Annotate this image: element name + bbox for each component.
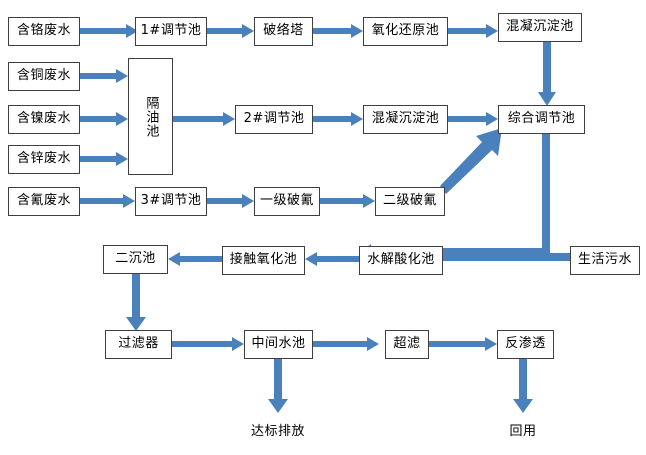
arrow-hydrolysis-to-contact-oxidation bbox=[305, 252, 359, 266]
node-oil-separation-tank[interactable]: 隔油池 bbox=[128, 58, 173, 175]
node-domestic-sewage[interactable]: 生活污水 bbox=[570, 246, 640, 275]
arrow-oil-to-tank2 bbox=[173, 112, 235, 126]
node-reverse-osmosis[interactable]: 反渗透 bbox=[497, 330, 554, 359]
arrow-tank2-to-coagulation-mid bbox=[313, 112, 363, 126]
arrow-redox-to-coagulation-top bbox=[448, 24, 498, 38]
node-hydrolysis-acidification-tank[interactable]: 水解酸化池 bbox=[359, 246, 443, 275]
arrow-tank1-to-tower bbox=[207, 24, 254, 38]
arrow-coagulation-top-to-comprehensive bbox=[538, 42, 556, 106]
arrow-intermediate-to-discharge bbox=[268, 358, 288, 413]
node-cyanide-break-stage2[interactable]: 二级破氰 bbox=[375, 187, 445, 216]
node-adjust-tank-3[interactable]: 3#调节池 bbox=[135, 187, 207, 216]
node-coagulation-tank-top[interactable]: 混凝沉淀池 bbox=[498, 13, 582, 42]
node-filter[interactable]: 过滤器 bbox=[105, 330, 172, 359]
node-intermediate-water-tank[interactable]: 中间水池 bbox=[244, 330, 313, 359]
node-copper-wastewater[interactable]: 含铜废水 bbox=[8, 62, 80, 91]
node-coagulation-tank-mid[interactable]: 混凝沉淀池 bbox=[363, 105, 448, 134]
arrow-cyanide-to-tank3 bbox=[80, 194, 135, 208]
arrow-chrome-to-tank1 bbox=[80, 24, 138, 38]
arrow-ultrafiltration-to-reverse-osmosis bbox=[429, 337, 497, 351]
node-nickel-wastewater[interactable]: 含镍废水 bbox=[8, 105, 80, 134]
arrow-cyanide-stage1-to-stage2 bbox=[320, 194, 375, 208]
node-secondary-settling-tank[interactable]: 二沉池 bbox=[103, 245, 168, 274]
node-redox-tank[interactable]: 氧化还原池 bbox=[363, 17, 448, 46]
arrow-contact-oxidation-to-secondary-settling bbox=[168, 252, 222, 266]
arrow-coagulation-mid-to-comprehensive bbox=[448, 112, 498, 126]
arrow-tower-to-redox bbox=[313, 24, 363, 38]
arrow-secondary-settling-to-filter bbox=[126, 274, 146, 331]
node-adjust-tank-1[interactable]: 1#调节池 bbox=[135, 17, 207, 46]
arrow-zinc-to-oil bbox=[80, 152, 128, 166]
arrow-nickel-to-oil bbox=[80, 112, 128, 126]
arrow-reverse-osmosis-to-reuse bbox=[513, 358, 533, 413]
arrow-tank3-to-cyanide-stage1 bbox=[207, 194, 254, 208]
node-cyanide-break-stage1[interactable]: 一级破氰 bbox=[254, 187, 320, 216]
node-cyanide-wastewater[interactable]: 含氰废水 bbox=[8, 187, 80, 216]
label-reuse: 回用 bbox=[509, 423, 537, 439]
arrow-intermediate-to-ultrafiltration bbox=[313, 337, 379, 351]
node-comprehensive-adjust-tank[interactable]: 综合调节池 bbox=[498, 105, 585, 134]
node-chrome-wastewater[interactable]: 含铬废水 bbox=[8, 17, 80, 46]
label-standard-discharge: 达标排放 bbox=[250, 423, 305, 439]
node-ultrafiltration[interactable]: 超滤 bbox=[385, 330, 429, 359]
node-contact-oxidation-tank[interactable]: 接触氧化池 bbox=[222, 246, 305, 275]
arrow-cyanide-stage2-to-comprehensive bbox=[440, 128, 504, 194]
arrow-copper-to-oil bbox=[80, 69, 128, 83]
node-zinc-wastewater[interactable]: 含锌废水 bbox=[8, 145, 80, 174]
node-complex-breaking-tower[interactable]: 破络塔 bbox=[254, 17, 313, 46]
arrow-domestic-to-hydrolysis bbox=[359, 248, 571, 266]
arrow-filter-to-intermediate bbox=[172, 337, 244, 351]
node-adjust-tank-2[interactable]: 2#调节池 bbox=[235, 105, 313, 134]
